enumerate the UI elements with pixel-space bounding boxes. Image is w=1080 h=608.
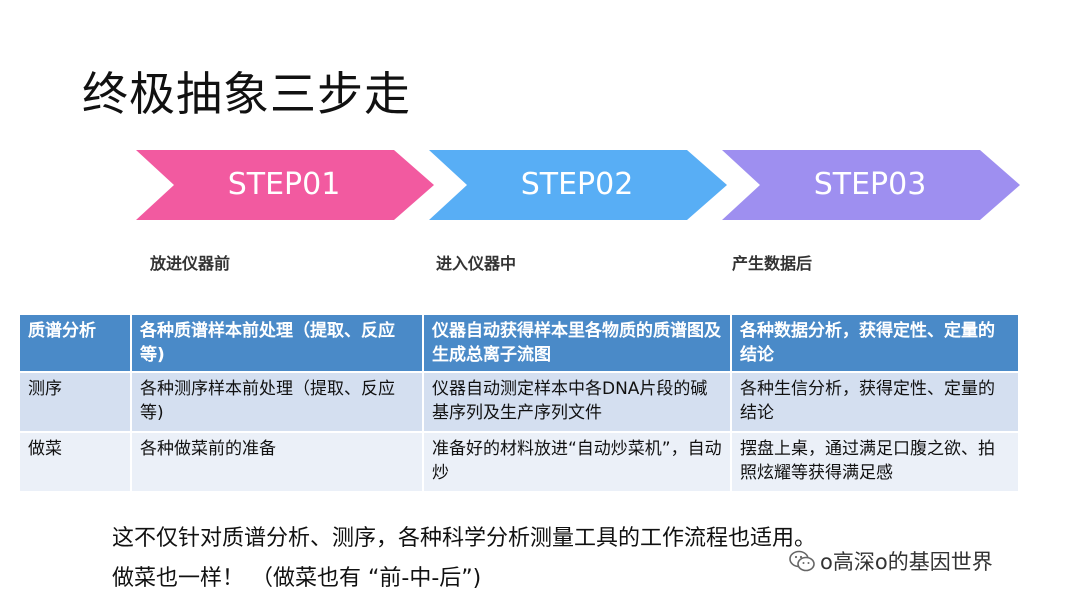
table-cell: 各种测序样本前处理（提取、反应等) xyxy=(130,371,424,433)
step1-label: STEP01 xyxy=(227,167,341,202)
table-cell: 做菜 xyxy=(18,431,132,493)
watermark: o高深o的基因世界 xyxy=(788,546,993,576)
table-cell: 各种生信分析，获得定性、定量的结论 xyxy=(730,371,1020,433)
comparison-table: 质谱分析 各种质谱样本前处理（提取、反应等) 仪器自动获得样本里各物质的质谱图及… xyxy=(18,313,1020,493)
footer-line-2: 做菜也一样！ （做菜也有 “前-中-后”) xyxy=(112,566,482,591)
table-cell: 仪器自动获得样本里各物质的质谱图及生成总离子流图 xyxy=(422,313,732,373)
table-cell: 准备好的材料放进“自动炒菜机”，自动炒 xyxy=(422,431,732,493)
footer-line-1: 这不仅针对质谱分析、测序，各种科学分析测量工具的工作流程也适用。 xyxy=(112,526,817,551)
step1-arrow xyxy=(136,150,434,220)
table-row: 测序 各种测序样本前处理（提取、反应等) 仪器自动测定样本中各DNA片段的碱基序… xyxy=(18,371,1020,433)
step-arrows: STEP01 STEP02 STEP03 xyxy=(136,150,1021,220)
phase-during: 进入仪器中 xyxy=(436,254,517,273)
table-cell: 仪器自动测定样本中各DNA片段的碱基序列及生产序列文件 xyxy=(422,371,732,433)
table-cell: 各种做菜前的准备 xyxy=(130,431,424,493)
step3-label: STEP03 xyxy=(813,167,927,202)
phase-before: 放进仪器前 xyxy=(150,254,231,273)
page-title: 终极抽象三步走 xyxy=(82,67,411,121)
phase-after: 产生数据后 xyxy=(732,254,813,273)
step2-label: STEP02 xyxy=(520,167,634,202)
step2-arrow xyxy=(429,150,727,220)
watermark-text: o高深o的基因世界 xyxy=(820,550,993,574)
table-row: 做菜 各种做菜前的准备 准备好的材料放进“自动炒菜机”，自动炒 摆盘上桌，通过满… xyxy=(18,431,1020,493)
table-cell: 质谱分析 xyxy=(18,313,132,373)
table-cell: 摆盘上桌，通过满足口腹之欲、拍照炫耀等获得满足感 xyxy=(730,431,1020,493)
table-cell: 测序 xyxy=(18,371,132,433)
table-cell: 各种数据分析，获得定性、定量的结论 xyxy=(730,313,1020,373)
step3-arrow xyxy=(722,150,1020,220)
table-cell: 各种质谱样本前处理（提取、反应等) xyxy=(130,313,424,373)
step-arrows-graphic xyxy=(136,150,1020,220)
table-header-row: 质谱分析 各种质谱样本前处理（提取、反应等) 仪器自动获得样本里各物质的质谱图及… xyxy=(18,313,1020,373)
wechat-icon xyxy=(789,550,815,572)
